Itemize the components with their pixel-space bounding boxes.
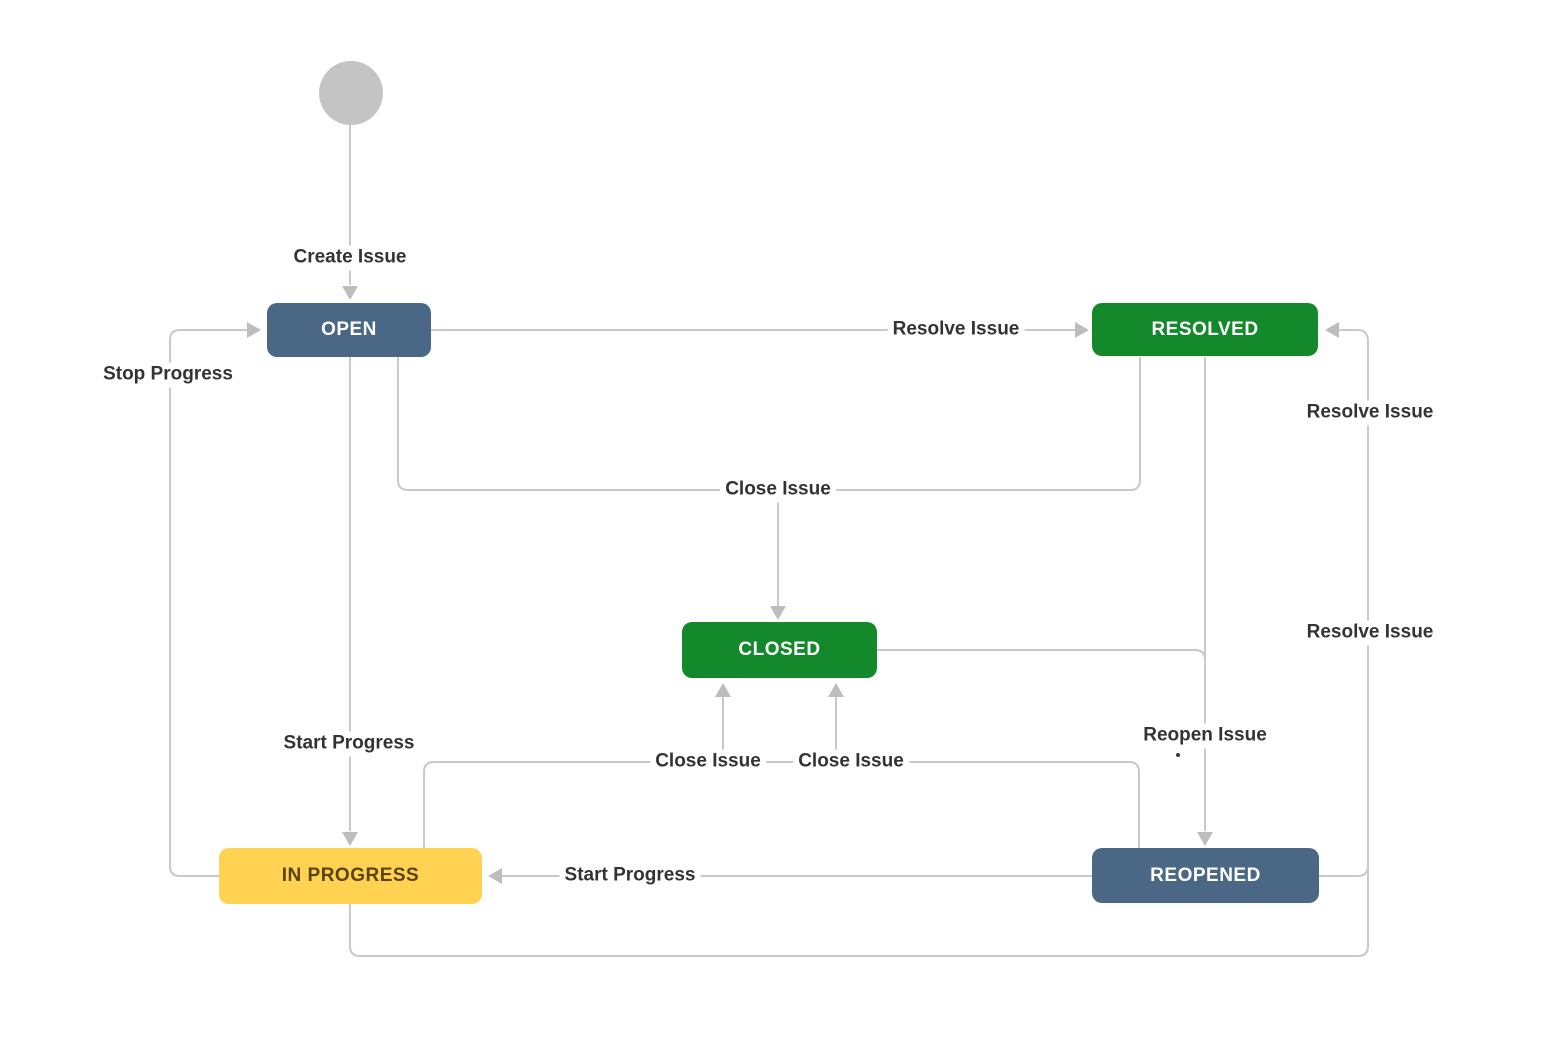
arrowhead-resolve-issue-loop [1325, 322, 1339, 338]
arrowhead-start-progress-horizontal [488, 868, 502, 884]
stray-dot [1176, 753, 1180, 757]
edge-label-start-progress-horizontal[interactable]: Start Progress [559, 863, 701, 889]
start-node[interactable] [319, 61, 383, 125]
edge-label-create-issue[interactable]: Create Issue [288, 245, 412, 271]
arrowhead-close-issue-right [828, 683, 844, 697]
edge-label-resolve-issue-right-lower[interactable]: Resolve Issue [1301, 620, 1439, 646]
edge-label-close-issue-left[interactable]: Close Issue [650, 749, 766, 775]
edge-reopened-to-resolve-join [1319, 865, 1369, 877]
node-resolved[interactable]: RESOLVED [1092, 303, 1318, 356]
arrowhead-start-progress-vertical [342, 832, 358, 846]
arrowhead-reopen-issue [1197, 832, 1213, 846]
edge-resolve-issue-loop [349, 329, 1369, 957]
arrowhead-close-issue-mid [770, 606, 786, 620]
edge-label-stop-progress[interactable]: Stop Progress [98, 362, 238, 388]
node-reopened[interactable]: REOPENED [1092, 848, 1319, 903]
edge-label-start-progress-vertical[interactable]: Start Progress [278, 731, 420, 757]
edge-stop-progress [169, 329, 247, 877]
node-open[interactable]: OPEN [267, 303, 431, 357]
arrowhead-close-issue-left [715, 683, 731, 697]
edge-close-issue-lower-rail [423, 761, 1140, 848]
edge-label-resolve-issue-right-upper[interactable]: Resolve Issue [1301, 400, 1439, 426]
edge-close-issue-rail [397, 357, 1141, 491]
edge-label-close-issue-mid[interactable]: Close Issue [720, 477, 836, 503]
edge-label-close-issue-right[interactable]: Close Issue [793, 749, 909, 775]
arrowhead-create-issue [342, 286, 358, 300]
edge-closed-to-reopen-join [877, 649, 1206, 661]
node-in-progress[interactable]: IN PROGRESS [219, 848, 482, 904]
edge-label-resolve-issue-top[interactable]: Resolve Issue [887, 317, 1025, 343]
edge-label-reopen-issue[interactable]: Reopen Issue [1138, 723, 1272, 749]
arrowhead-stop-progress [247, 322, 261, 338]
node-closed[interactable]: CLOSED [682, 622, 877, 678]
arrowhead-resolve-issue-top [1075, 322, 1089, 338]
